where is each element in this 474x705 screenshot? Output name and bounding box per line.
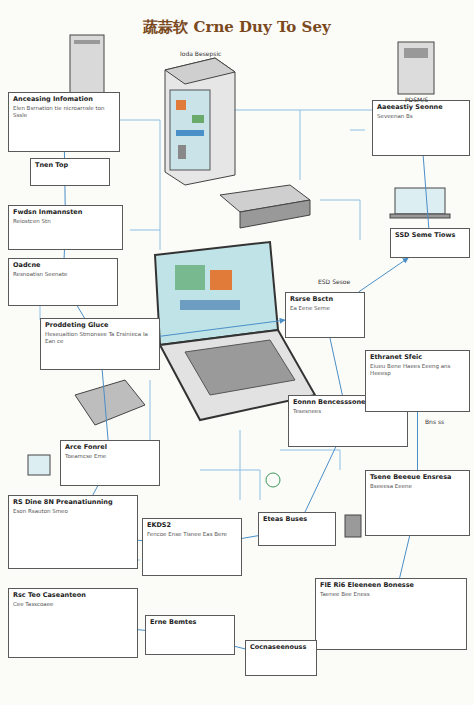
box-heading: Rsc Teo Caseanteon	[13, 592, 133, 599]
main-tower	[165, 58, 235, 185]
info-box: RS Dine 8N PreanatiunningEson Rsauton Sm…	[8, 495, 138, 569]
box-heading: SSD Seme Tiows	[395, 232, 465, 239]
box-heading: Ethranet Sfeic	[370, 354, 465, 361]
box-heading: Erne Bemtes	[150, 619, 230, 626]
info-box: Aaeeastiy SeonneSeveenan Bs	[372, 100, 470, 156]
box-heading: FIE Ri6 Eleeneen Bonesse	[320, 582, 462, 589]
connector	[417, 412, 418, 470]
connector	[64, 250, 65, 258]
box-heading: Cocnaseenouss	[250, 644, 312, 651]
box-heading: Eteas Buses	[263, 516, 331, 523]
box-body: Cee Tasscoaee	[13, 601, 133, 608]
box-body: Ea Eene Serne	[290, 305, 360, 312]
part-label: ESD Sesoe	[318, 278, 350, 285]
info-box: Arce FonrelToeamcse Eme	[60, 440, 160, 486]
box-body: Eson Rsauton Smeo	[13, 508, 133, 515]
box-heading: Tnen Top	[35, 162, 105, 169]
info-box: Cocnaseenouss	[245, 640, 317, 676]
info-box: OadcneResnoatisn Seenate	[8, 258, 118, 306]
box-body: Taenee Bee Eness	[320, 591, 462, 598]
connector	[93, 486, 98, 495]
box-body: Toeamcse Eme	[65, 453, 155, 460]
info-box: Ethranet SfeicEiueu Bene Haees Eeeng ans…	[365, 350, 470, 412]
connector	[138, 629, 145, 631]
box-heading: Fwdsn Inmannsten	[13, 209, 118, 216]
box-heading: Tsene Beeeue Ensresa	[370, 474, 465, 481]
box-body: Reiostcen Stn	[13, 218, 118, 225]
connector	[242, 536, 258, 539]
box-heading: Anceasing Infomation	[13, 96, 115, 103]
tower-server	[70, 35, 104, 93]
connector	[102, 370, 108, 440]
connector	[160, 320, 285, 336]
keypad-device	[75, 380, 145, 425]
box-heading: EKDS2	[147, 522, 237, 529]
box-body: Elen Bsrnation tie nicroarnsle ton Sssle	[13, 105, 115, 118]
part-label: PDSM/S	[405, 96, 428, 103]
info-box: FIE Ri6 Eleeneen BonesseTaenee Bee Eness	[315, 578, 467, 650]
connector	[305, 447, 336, 512]
box-heading: Rsrse Bsctn	[290, 296, 360, 303]
right-tower	[398, 42, 434, 94]
info-box: Tsene Beeeue EnsresaBseeesa Eeene	[365, 470, 470, 536]
part-label: Ioda Besepsic	[180, 50, 221, 57]
info-box: Proddeting GluceHeseuaition Stmonsee Ta …	[40, 318, 160, 370]
info-box: SSD Seme Tiows	[390, 228, 470, 258]
connector	[330, 338, 342, 395]
connector	[400, 536, 410, 578]
box-body: Eiueu Bene Haees Eeeng ans Heeesp	[370, 363, 465, 376]
box-heading: Proddeting Gluce	[45, 322, 155, 329]
network-icon	[56, 142, 454, 487]
box-heading: Arce Fonrel	[65, 444, 155, 451]
connector	[423, 156, 429, 228]
box-heading: Aaeeastiy Seonne	[377, 104, 465, 111]
box-body: Resnoatisn Seenate	[13, 271, 113, 278]
part-label: Bns ss	[425, 418, 444, 425]
info-box: Fwdsn InmannstenReiostcen Stn	[8, 205, 123, 250]
keyboard-device	[220, 185, 310, 228]
info-box: Rsrse Bsctn Ea Eene Serne	[285, 292, 365, 338]
info-box: Tnen Top	[30, 158, 110, 186]
box-body: Fencoe Ense Tisnee Eas Bere	[147, 531, 237, 538]
diagram-title: 蔬蒜软 Crne Duy To Sey	[0, 18, 474, 37]
info-box: EKDS2Fencoe Ense Tisnee Eas Bere	[142, 518, 242, 576]
connector	[235, 646, 245, 649]
info-box: Erne Bemtes	[145, 615, 235, 655]
box-heading: Oadcne	[13, 262, 113, 269]
connector	[77, 306, 84, 318]
small-monitor	[28, 455, 50, 475]
connector	[359, 258, 409, 292]
info-box: Eteas Buses	[258, 512, 336, 546]
info-box: Rsc Teo CaseanteonCee Tasscoaee	[8, 588, 138, 658]
right-laptop	[390, 188, 450, 218]
box-body: Heseuaition Stmonsee Ta Ersinieca Ia Ean…	[45, 331, 155, 344]
box-heading: RS Dine 8N Preanatiunning	[13, 499, 133, 506]
box-body: Seveenan Bs	[377, 113, 465, 120]
box-body: Bseeesa Eeene	[370, 483, 465, 490]
info-box: Anceasing InfomationElen Bsrnation tie n…	[8, 92, 120, 152]
